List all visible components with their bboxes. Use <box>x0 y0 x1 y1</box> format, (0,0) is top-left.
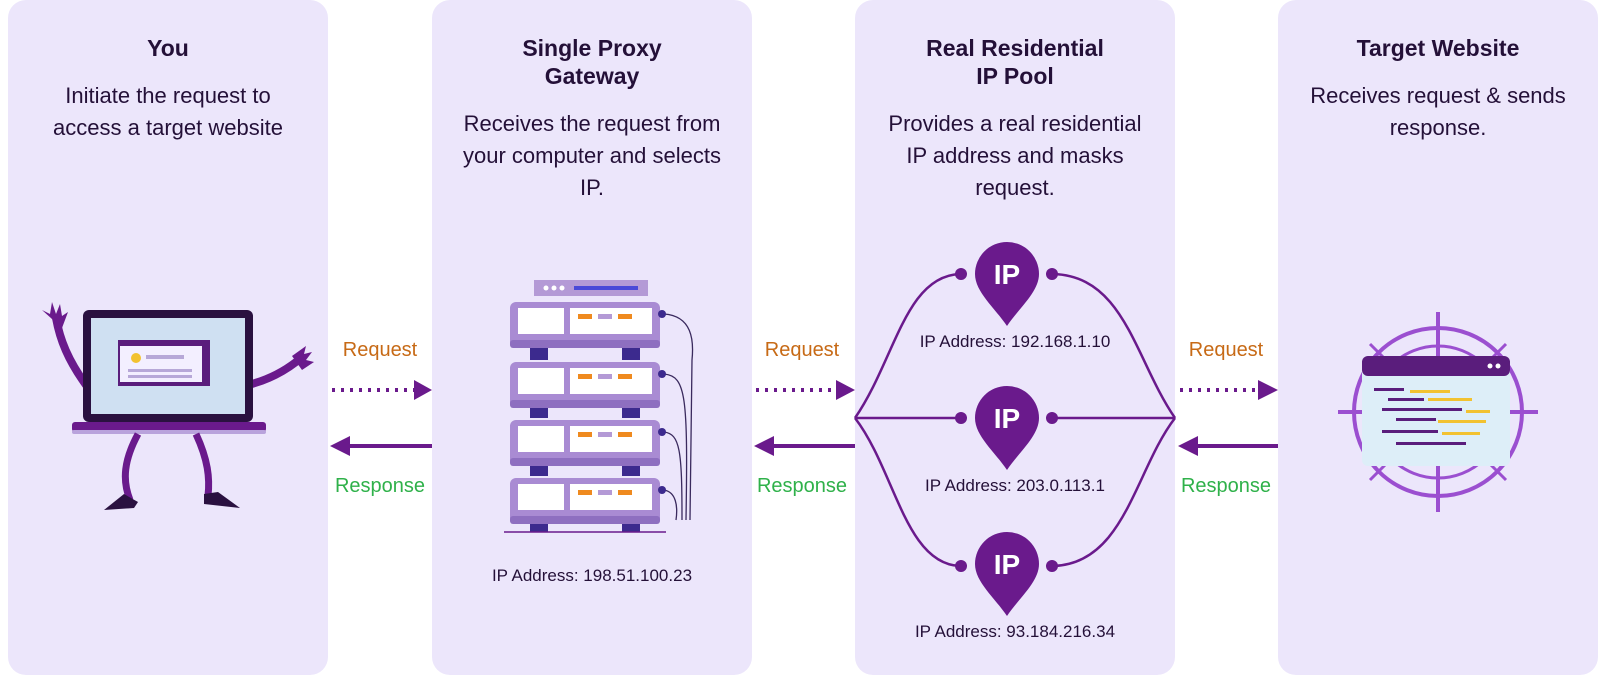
ip-pin-label-3: IP <box>994 549 1020 580</box>
panel-ip-pool: Real Residential IP Pool Provides a real… <box>853 0 1177 675</box>
pool-ip-address-2: IP Address: 203.0.113.1 <box>925 476 1105 495</box>
panel-desc-target: Receives request & sends response. <box>1310 83 1566 140</box>
panel-desc-you: Initiate the request to access a target … <box>53 83 283 140</box>
ip-pin-3 <box>975 532 1039 616</box>
panel-target-website: Target Website Receives request & sends … <box>1278 0 1598 675</box>
panel-title-target: Target Website <box>1356 35 1520 61</box>
panel-you: You Initiate the request to access a tar… <box>8 0 328 675</box>
ip-pin-label-1: IP <box>994 259 1020 290</box>
panel-title-ip-pool: Real Residential IP Pool <box>926 35 1104 89</box>
panel-title-you: You <box>147 35 189 61</box>
ip-pin-1 <box>975 242 1039 326</box>
response-label-3: Response <box>1180 475 1272 497</box>
request-label-3: Request <box>1188 339 1264 361</box>
request-label-1: Request <box>342 339 418 361</box>
ip-pool-network: IP IP IP <box>853 242 1177 616</box>
gateway-ip-address: IP Address: 198.51.100.23 <box>491 566 693 585</box>
response-label-1: Response <box>334 475 426 497</box>
response-label-2: Response <box>756 475 848 497</box>
panel-desc-gateway: Receives the request from your computer … <box>462 111 722 200</box>
target-website-illustration <box>1338 312 1538 512</box>
server-rack-illustration <box>504 280 694 533</box>
pool-ip-address-1: IP Address: 192.168.1.10 <box>919 332 1111 351</box>
ip-pin-2 <box>975 386 1039 470</box>
ip-pin-label-2: IP <box>994 403 1020 434</box>
panel-gateway: Single Proxy Gateway Receives the reques… <box>432 0 752 675</box>
panel-desc-ip-pool: Provides a real residential IP address a… <box>888 111 1142 200</box>
request-label-2: Request <box>764 339 840 361</box>
panel-title-gateway: Single Proxy Gateway <box>522 35 662 89</box>
user-laptop-illustration <box>42 302 314 510</box>
pool-ip-address-3: IP Address: 93.184.216.34 <box>914 622 1116 641</box>
